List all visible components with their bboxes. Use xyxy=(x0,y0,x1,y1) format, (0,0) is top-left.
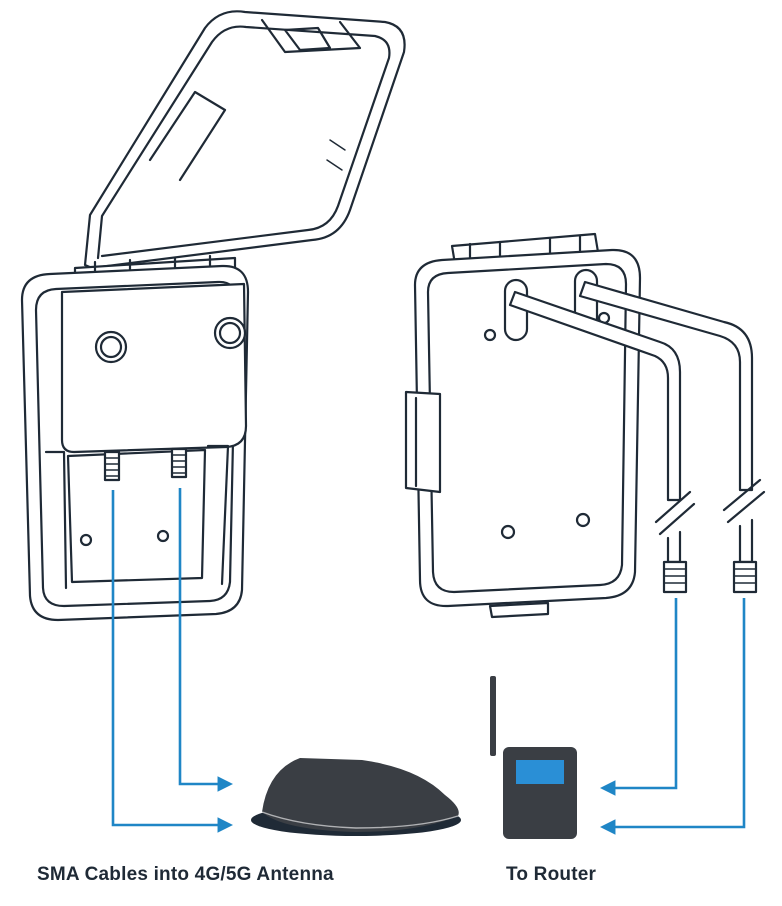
closed-enclosure-illustration xyxy=(404,232,766,619)
router-screen xyxy=(516,760,564,784)
antenna-4g5g xyxy=(251,758,461,836)
enclosure-front-plate xyxy=(60,282,248,454)
sma-connector-left xyxy=(103,450,121,482)
router-antenna xyxy=(490,676,496,756)
enclosure-lid xyxy=(83,10,406,270)
router-device xyxy=(490,676,577,839)
arrow-right-cable-1 xyxy=(599,598,678,796)
arrow-left-cable-2 xyxy=(178,488,234,792)
cable-2 xyxy=(578,280,754,492)
open-enclosure-illustration xyxy=(20,10,406,622)
sma-plug-2 xyxy=(732,560,758,594)
arrow-right-cable-2 xyxy=(599,598,746,835)
closed-enclosure-body xyxy=(413,248,642,608)
sma-plug-1 xyxy=(662,560,688,594)
caption-sma-cables: SMA Cables into 4G/5G Antenna xyxy=(37,864,334,885)
arrow-left-cable-1 xyxy=(111,490,234,833)
sma-connector-right xyxy=(170,447,188,479)
caption-to-router: To Router xyxy=(506,864,597,885)
